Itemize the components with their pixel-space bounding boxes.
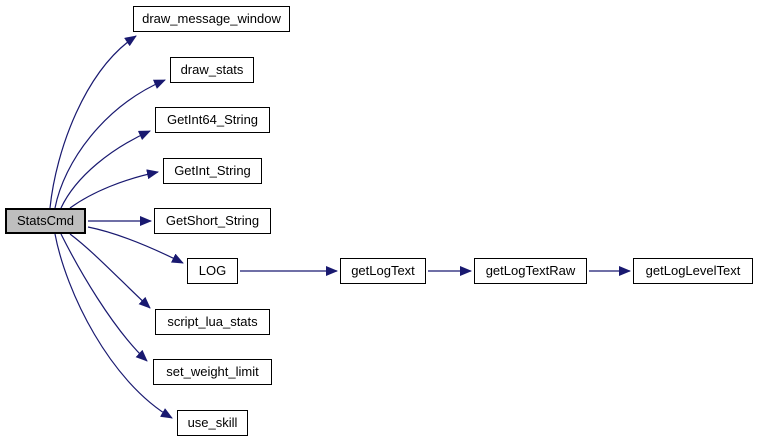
node-statscmd: StatsCmd [5,208,86,234]
node-getint64-string[interactable]: GetInt64_String [155,107,270,133]
edge-statscmd-to-log [87,226,184,264]
node-log[interactable]: LOG [187,258,238,284]
edge-statscmd-to-draw-message-window [49,35,137,209]
node-draw-message-window[interactable]: draw_message_window [133,6,290,32]
node-getlogtext[interactable]: getLogText [340,258,426,284]
node-script-lua-stats[interactable]: script_lua_stats [155,309,270,335]
edge-statscmd-to-getint64-string [60,130,151,209]
edge-statscmd-to-getint-string [69,169,159,209]
node-getlogleveltext[interactable]: getLogLevelText [633,258,753,284]
node-set-weight-limit[interactable]: set_weight_limit [153,359,272,385]
node-use-skill[interactable]: use_skill [177,410,248,436]
edge-statscmd-to-use-skill [54,233,173,419]
edge-statscmd-to-set-weight-limit [60,233,148,362]
node-draw-stats[interactable]: draw_stats [170,57,254,83]
edge-statscmd-to-draw-stats [54,79,166,209]
node-getshort-string[interactable]: GetShort_String [154,208,271,234]
edge-statscmd-to-script-lua-stats [69,233,151,309]
node-getlogtextraw[interactable]: getLogTextRaw [474,258,587,284]
node-getint-string[interactable]: GetInt_String [163,158,262,184]
